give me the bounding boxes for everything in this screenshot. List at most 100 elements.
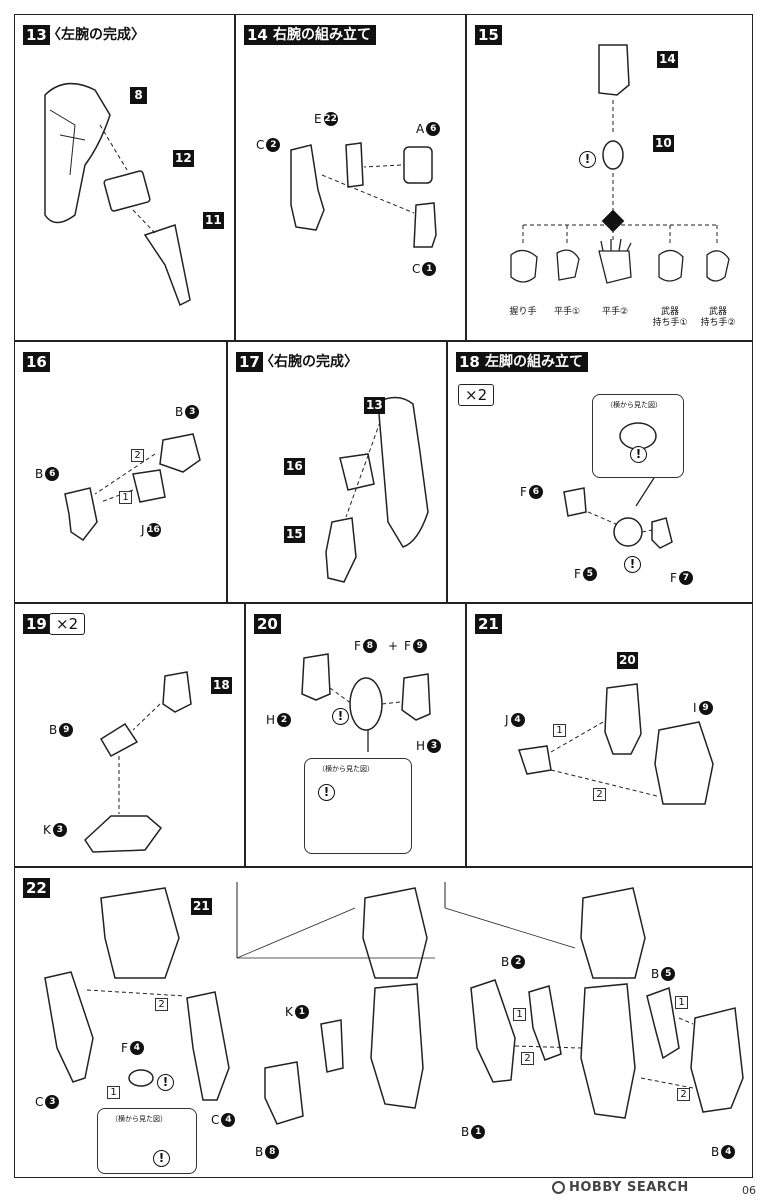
lower-leg-illustration xyxy=(518,683,714,805)
left-leg-illustration xyxy=(563,422,673,549)
right-arm-parts-illustration xyxy=(290,142,437,248)
step-13-panel: 13 〈左腕の完成〉 8 12 11 xyxy=(14,14,235,341)
step-15-panel: 15 14 10 ! 握り手 平手① 平手② 武器 持ち手① 武器 持ち手② xyxy=(466,14,753,341)
sequence-marker: 1 xyxy=(675,996,688,1009)
step-number: 13 xyxy=(23,25,50,45)
step-number: 21 xyxy=(475,614,502,634)
part-tag-8: 8 xyxy=(130,87,147,104)
side-view-callout xyxy=(97,1108,197,1174)
step-title: 右腕の組み立て xyxy=(268,25,376,45)
sequence-marker: 1 xyxy=(513,1008,526,1021)
right-arm-complete-illustration xyxy=(325,396,429,583)
part-tag-15: 15 xyxy=(284,526,305,543)
part-tag-21: 21 xyxy=(191,898,212,915)
warning-icon: ! xyxy=(579,151,596,168)
sequence-marker: 1 xyxy=(107,1086,120,1099)
part-tag-14: 14 xyxy=(657,51,678,68)
step-title: 〈左腕の完成〉 xyxy=(47,27,145,43)
hand-label-grip: 握り手 xyxy=(509,307,537,317)
hobby-search-logo: HOBBY SEARCH xyxy=(552,1180,689,1195)
sequence-marker: 2 xyxy=(155,998,168,1011)
part-tag-20: 20 xyxy=(617,652,638,669)
quantity-multiplier: ×2 xyxy=(458,384,495,406)
part-tag-11: 11 xyxy=(203,212,224,229)
warning-icon: ! xyxy=(153,1150,170,1167)
part-tag-10: 10 xyxy=(653,135,674,152)
side-view-callout xyxy=(304,758,412,854)
hand-assembly-illustration xyxy=(64,433,201,542)
part-tag-16: 16 xyxy=(284,458,305,475)
leg-final-assembly-illustration xyxy=(44,882,744,1125)
part-tag-18: 18 xyxy=(211,677,232,694)
warning-icon: ! xyxy=(318,784,335,801)
sequence-marker: 2 xyxy=(677,1088,690,1101)
step-number: 17 xyxy=(236,352,263,372)
logo-mark-icon xyxy=(552,1181,565,1194)
hand-label-flat-2: 平手② xyxy=(601,307,629,317)
warning-icon: ! xyxy=(332,708,349,725)
callout-title: （横から見た図） xyxy=(606,401,662,409)
side-view-callout xyxy=(592,394,684,478)
part-tag-12: 12 xyxy=(173,150,194,167)
warning-icon: ! xyxy=(630,446,647,463)
left-arm-illustration xyxy=(44,82,191,307)
step-title: 左脚の組み立て xyxy=(480,352,588,372)
leg-block-illustration xyxy=(84,671,192,853)
part-tag-13: 13 xyxy=(364,397,385,414)
step-number: 22 xyxy=(23,878,50,898)
callout-title: （横から見た図） xyxy=(111,1115,167,1123)
sequence-marker: 2 xyxy=(593,788,606,801)
step-number: 15 xyxy=(475,25,502,45)
warning-icon: ! xyxy=(157,1074,174,1091)
plus-sign: + xyxy=(388,639,399,653)
sequence-marker: 2 xyxy=(521,1052,534,1065)
warning-icon: ! xyxy=(624,556,641,573)
callout-title: （横から見た図） xyxy=(318,765,374,773)
step-17-panel: 17 〈右腕の完成〉 13 16 15 xyxy=(227,341,447,603)
quantity-multiplier: ×2 xyxy=(49,613,86,635)
hand-label-weapon-1: 武器 持ち手① xyxy=(652,307,688,328)
step-title: 〈右腕の完成〉 xyxy=(260,354,358,370)
sequence-marker: 2 xyxy=(131,449,144,462)
step-number: 16 xyxy=(23,352,50,372)
step-number: 18 xyxy=(456,352,483,372)
step-number: 14 xyxy=(244,25,271,45)
step-number: 20 xyxy=(254,614,281,634)
page-number: 06 xyxy=(742,1184,756,1197)
sequence-marker: 1 xyxy=(553,724,566,737)
hand-label-flat-1: 平手① xyxy=(553,307,581,317)
hand-label-weapon-2: 武器 持ち手② xyxy=(700,307,736,328)
sequence-marker: 1 xyxy=(119,491,132,504)
